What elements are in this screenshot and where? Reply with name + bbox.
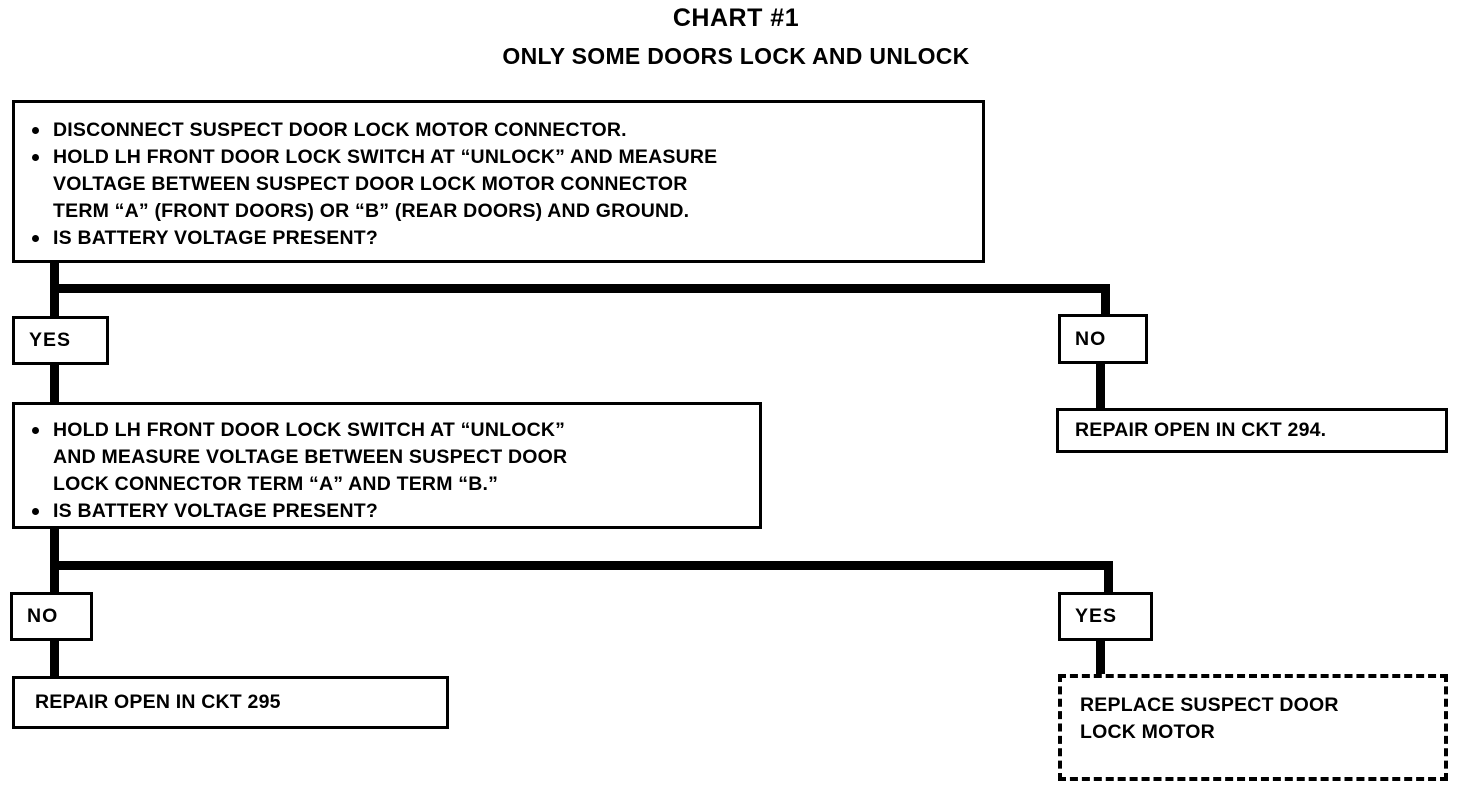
branch-label-step1-yes[interactable]: YES — [12, 316, 109, 365]
step2-bullet-list: HOLD LH FRONT DOOR LOCK SWITCH AT “UNLOC… — [19, 417, 749, 525]
step1-bullet-list: DISCONNECT SUSPECT DOOR LOCK MOTOR CONNE… — [19, 117, 972, 252]
connector-step2-stem — [50, 528, 59, 570]
branch-label-step2-no-text: NO — [27, 605, 59, 627]
step2-bullet-2: IS BATTERY VOLTAGE PRESENT? — [19, 498, 749, 525]
repair-ckt-294-text: REPAIR OPEN IN CKT 294. — [1075, 419, 1327, 441]
repair-ckt-295-text: REPAIR OPEN IN CKT 295 — [35, 691, 281, 713]
branch-label-step2-no[interactable]: NO — [10, 592, 93, 641]
replace-door-lock-motor-text: REPLACE SUSPECT DOOR LOCK MOTOR — [1080, 694, 1339, 743]
connector-branch-bar-2 — [50, 561, 1113, 570]
connector-step2-no-stem — [50, 561, 59, 599]
connector-step1-no-stem — [1101, 284, 1110, 322]
branch-label-step2-yes[interactable]: YES — [1058, 592, 1153, 641]
connector-step2-yes-stem — [1104, 561, 1113, 599]
step1-test-box[interactable]: DISCONNECT SUSPECT DOOR LOCK MOTOR CONNE… — [12, 100, 985, 263]
replace-door-lock-motor-box[interactable]: REPLACE SUSPECT DOOR LOCK MOTOR — [1058, 674, 1448, 781]
connector-yes-to-replace-motor — [1096, 634, 1105, 680]
connector-no-to-repair294 — [1096, 355, 1105, 413]
step1-bullet-1: DISCONNECT SUSPECT DOOR LOCK MOTOR CONNE… — [19, 117, 972, 144]
chart-subtitle: ONLY SOME DOORS LOCK AND UNLOCK — [502, 43, 970, 69]
branch-label-step1-yes-text: YES — [29, 329, 72, 351]
step1-bullet-3: IS BATTERY VOLTAGE PRESENT? — [19, 225, 972, 252]
repair-ckt-295-box[interactable]: REPAIR OPEN IN CKT 295 — [12, 676, 449, 729]
connector-step1-yes-stem — [50, 284, 59, 324]
branch-label-step2-yes-text: YES — [1075, 605, 1118, 627]
step2-test-box[interactable]: HOLD LH FRONT DOOR LOCK SWITCH AT “UNLOC… — [12, 402, 762, 529]
repair-ckt-294-box[interactable]: REPAIR OPEN IN CKT 294. — [1056, 408, 1448, 453]
connector-branch-bar-1 — [50, 284, 1110, 293]
step1-bullet-2: HOLD LH FRONT DOOR LOCK SWITCH AT “UNLOC… — [19, 144, 972, 225]
chart-title: CHART #1 — [672, 4, 800, 32]
connector-yes-to-step2 — [50, 356, 59, 404]
branch-label-step1-no-text: NO — [1075, 327, 1107, 350]
step2-bullet-1: HOLD LH FRONT DOOR LOCK SWITCH AT “UNLOC… — [19, 417, 749, 498]
connector-no-to-repair295 — [50, 634, 59, 680]
branch-label-step1-no[interactable]: NO — [1058, 314, 1148, 364]
connector-step1-stem — [50, 262, 59, 295]
